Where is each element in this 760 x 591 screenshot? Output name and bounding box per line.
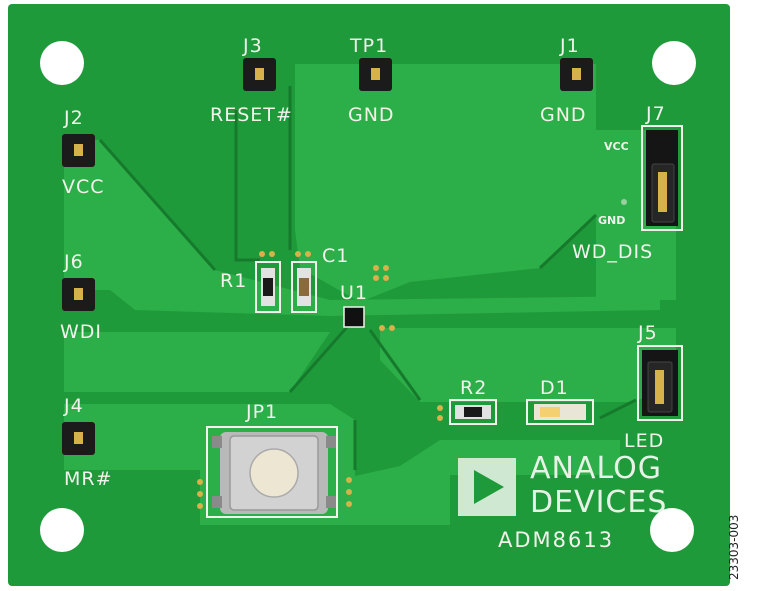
copper-pour-bottom [64, 404, 620, 525]
copper-pour-lower [64, 332, 330, 392]
pushbutton-jp1 [197, 426, 352, 518]
header-j2 [62, 134, 95, 167]
label-j1: J1 [559, 35, 580, 57]
label-led: LED [624, 430, 664, 452]
label-reset: RESET# [210, 104, 293, 126]
resistor-r1 [255, 251, 281, 313]
capacitor-c1 [291, 251, 317, 313]
label-j3: J3 [242, 35, 263, 57]
label-u1: U1 [340, 282, 368, 304]
part-number: ADM8613 [498, 528, 614, 552]
resistor-r2 [437, 399, 497, 425]
label-r1: R1 [220, 270, 247, 292]
traces [98, 86, 637, 470]
analog-devices-logo [458, 458, 516, 516]
label-wd-dis: WD_DIS [572, 241, 653, 263]
header-j4 [62, 422, 95, 455]
label-tp1: TP1 [349, 35, 388, 57]
label-wdi: WDI [60, 321, 102, 343]
label-tp1-gnd: GND [348, 104, 395, 126]
header-j6 [62, 278, 95, 311]
label-j6: J6 [63, 251, 84, 273]
label-mr: MR# [64, 468, 113, 490]
label-j2: J2 [63, 107, 84, 129]
logo-text-devices: DEVICES [530, 485, 667, 520]
label-c1: C1 [322, 245, 349, 267]
label-vcc: VCC [62, 176, 105, 198]
label-d1: D1 [540, 377, 569, 399]
copper-pour-mid [380, 328, 676, 402]
jumper-j7 [641, 125, 683, 231]
label-j5: J5 [637, 322, 658, 344]
led-d1 [526, 399, 594, 425]
logo-text-analog: ANALOG [530, 451, 662, 486]
ic-u1 [343, 265, 395, 331]
header-tp1 [359, 58, 392, 91]
label-j7-gnd: GND [598, 214, 625, 227]
copper-pour-gnd [295, 64, 596, 302]
label-j1-gnd: GND [540, 104, 587, 126]
header-j3 [243, 58, 276, 91]
mount-hole-tr [652, 41, 696, 85]
label-j4: J4 [63, 395, 84, 417]
label-j7: J7 [645, 103, 666, 125]
via-j7 [621, 199, 627, 205]
header-j1 [560, 58, 593, 91]
mount-hole-tl [40, 41, 84, 85]
mount-hole-br [650, 508, 694, 552]
mount-hole-bl [40, 508, 84, 552]
label-r2: R2 [460, 377, 487, 399]
copper-pour-vcc [64, 140, 660, 316]
figure-id: 23303-003 [727, 514, 741, 580]
label-j7-vcc: VCC [604, 140, 629, 153]
jumper-j5 [637, 345, 683, 421]
label-jp1: JP1 [245, 401, 278, 423]
